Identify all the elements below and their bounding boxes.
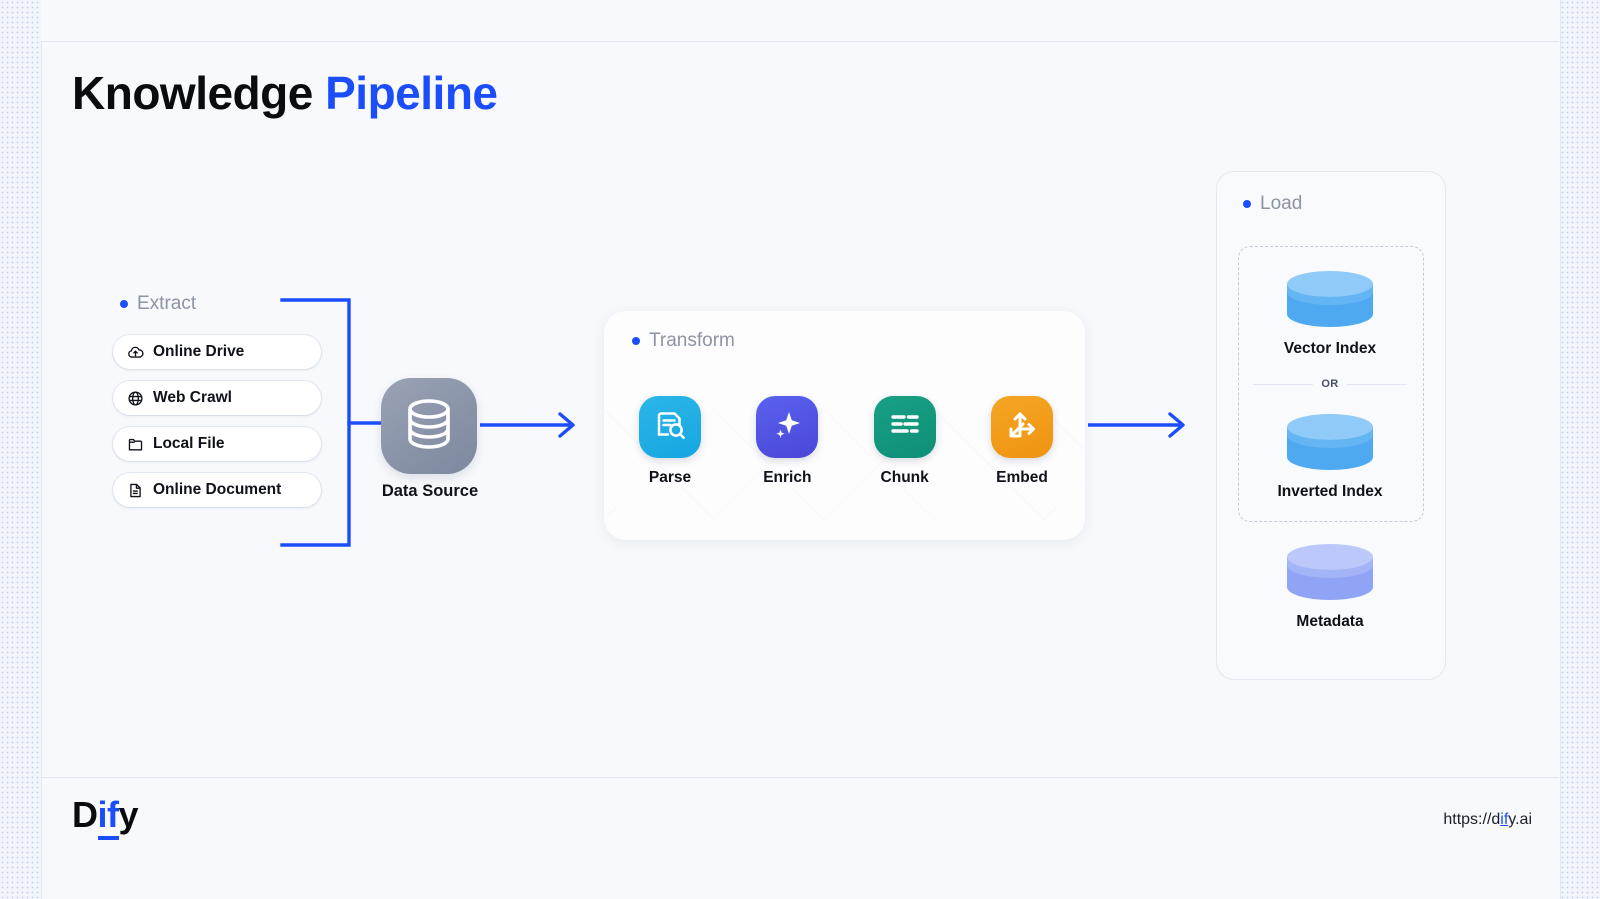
arrow-datasource-to-transform <box>480 408 585 447</box>
logo-letter-d: D <box>72 794 98 835</box>
data-source-label: Data Source <box>381 482 479 500</box>
cylinder-icon <box>1287 271 1373 327</box>
bullet-dot-icon <box>120 300 128 308</box>
transform-section-label: Transform <box>649 330 735 351</box>
cylinder-icon <box>1287 544 1373 600</box>
transform-step-label: Chunk <box>880 469 929 486</box>
transform-step-chunk[interactable]: Chunk <box>869 396 941 487</box>
document-search-icon <box>652 407 688 448</box>
extract-item-online-document[interactable]: Online Document <box>113 473 321 507</box>
load-store-vector-index[interactable]: Vector Index <box>1216 268 1444 358</box>
chunk-tile <box>873 396 936 458</box>
extract-source-list: Online Drive Web Crawl Local File <box>113 335 321 507</box>
footer-url[interactable]: https://dify.ai <box>1443 811 1532 829</box>
or-divider-label: OR <box>1321 378 1339 390</box>
transform-step-parse[interactable]: Parse <box>634 396 706 487</box>
transform-step-label: Embed <box>996 469 1048 486</box>
url-accent: if <box>1500 811 1509 828</box>
logo-letter-y: y <box>118 794 139 835</box>
load-store-metadata[interactable]: Metadata <box>1216 541 1444 631</box>
document-icon <box>127 482 144 499</box>
extract-section-label: Extract <box>137 293 197 314</box>
extract-item-label: Web Crawl <box>153 389 232 406</box>
globe-icon <box>127 390 144 407</box>
load-store-label: Metadata <box>1296 613 1364 630</box>
load-store-label: Inverted Index <box>1277 483 1383 500</box>
or-divider-line-left <box>1253 383 1314 385</box>
url-prefix: https://d <box>1443 811 1501 828</box>
extract-item-web-crawl[interactable]: Web Crawl <box>113 381 321 415</box>
cloud-upload-icon <box>127 344 144 361</box>
transform-step-label: Parse <box>648 469 692 486</box>
sparkle-icon <box>769 407 805 448</box>
extract-item-label: Online Document <box>153 481 282 498</box>
load-section-header: Load <box>1243 193 1302 215</box>
transform-step-embed[interactable]: Embed <box>986 396 1058 487</box>
or-divider: OR <box>1253 378 1407 390</box>
transform-section-header: Transform <box>632 330 735 352</box>
dify-logo: Dify <box>72 794 139 840</box>
cylinder-icon <box>1287 414 1373 470</box>
page-title-accent: Pipeline <box>312 67 498 119</box>
slide-top-divider <box>41 41 1559 42</box>
url-suffix: y.ai <box>1508 811 1532 828</box>
embed-tile <box>990 396 1053 458</box>
bullet-dot-icon <box>1243 200 1251 208</box>
extract-item-online-drive[interactable]: Online Drive <box>113 335 321 369</box>
extract-item-label: Online Drive <box>153 343 245 360</box>
transform-step-list: Parse Enrich <box>634 396 1058 487</box>
data-source-tile[interactable] <box>381 378 477 474</box>
extract-item-local-file[interactable]: Local File <box>113 427 321 461</box>
logo-letters-if: if <box>97 794 119 840</box>
arrow-transform-to-load <box>1088 408 1198 447</box>
enrich-tile <box>756 396 819 458</box>
load-store-label: Vector Index <box>1283 340 1377 357</box>
extract-to-datasource-connector <box>270 295 390 555</box>
database-icon <box>404 397 454 456</box>
bullet-dot-icon <box>632 337 640 345</box>
slide-bottom-divider <box>41 777 1559 778</box>
parse-tile <box>639 396 701 458</box>
page-title: Knowledge Pipeline <box>72 66 498 120</box>
folder-icon <box>127 436 144 453</box>
slide-top-strip <box>41 0 1559 41</box>
transform-step-label: Enrich <box>763 469 812 486</box>
load-section-label: Load <box>1260 193 1303 214</box>
extract-section-header: Extract <box>120 293 196 315</box>
list-lines-icon <box>887 407 923 448</box>
extract-item-label: Local File <box>153 435 225 452</box>
index-group-dashed-box <box>1238 246 1424 522</box>
transform-step-enrich[interactable]: Enrich <box>751 396 823 487</box>
or-divider-line-right <box>1346 383 1407 385</box>
multi-arrow-icon <box>1004 407 1040 448</box>
load-store-inverted-index[interactable]: Inverted Index <box>1216 411 1444 501</box>
page-title-primary: Knowledge <box>72 67 313 119</box>
